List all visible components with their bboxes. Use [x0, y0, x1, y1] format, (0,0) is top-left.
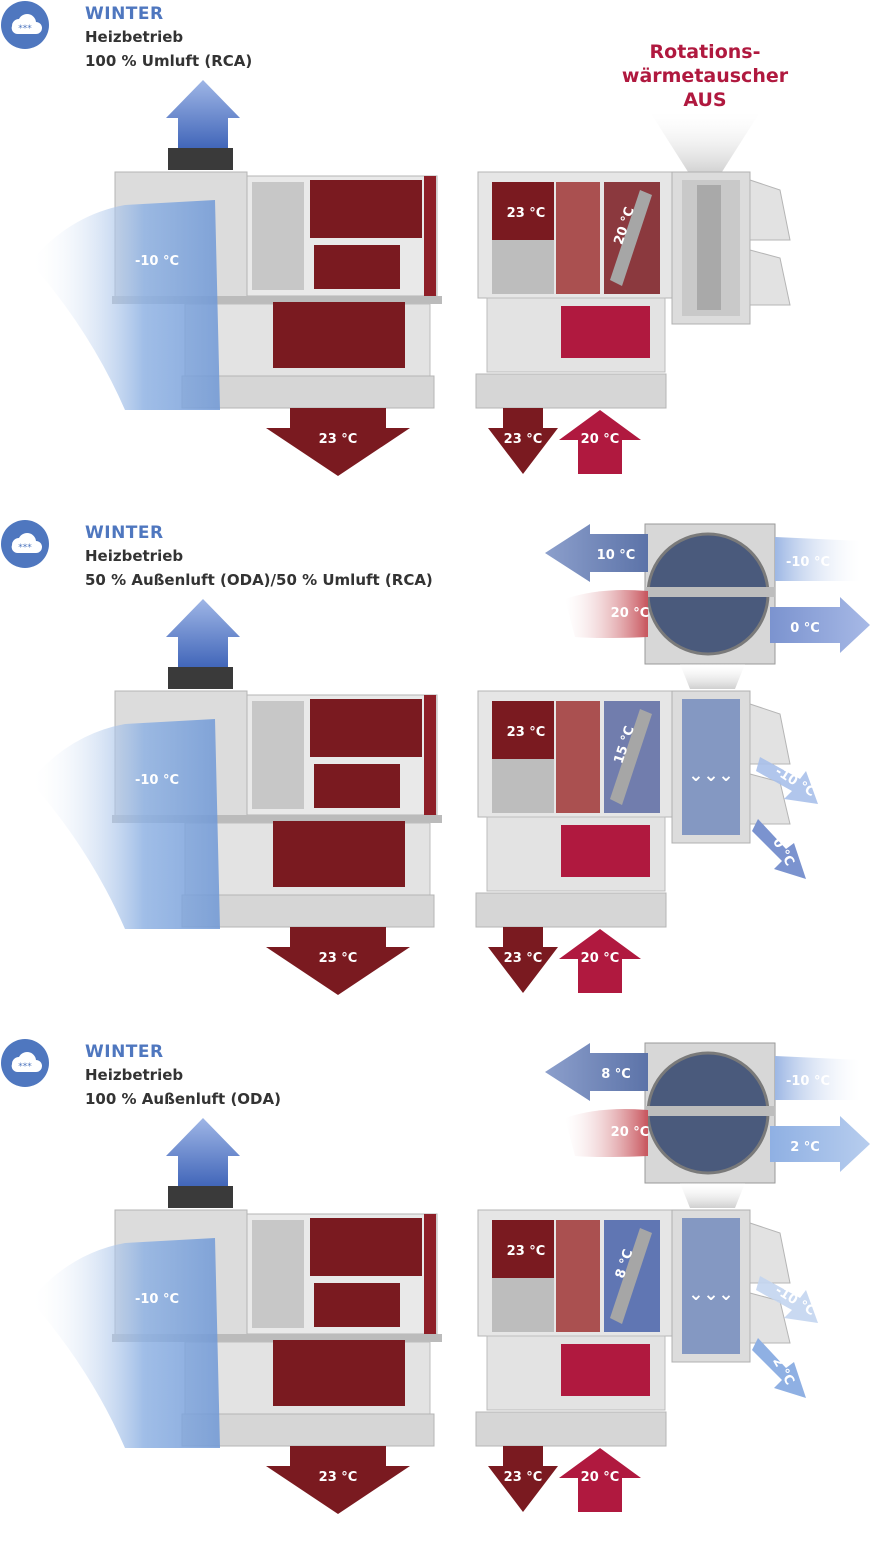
- panel-recirculation: *** WINTER Heizbetrieb 100 % Umluft (RCA…: [0, 0, 872, 512]
- temp-right-inner: 23 °C: [507, 206, 546, 221]
- exhaust-arrow: [545, 1043, 648, 1101]
- cold-air-flow: [30, 200, 220, 410]
- side-lower-arrow: [752, 1338, 806, 1398]
- temp-left-cold: -10 °C: [135, 1292, 179, 1307]
- temp-right-inner: 23 °C: [507, 725, 546, 740]
- exhaust-arrow: [545, 524, 648, 582]
- exhaust-up-arrow: [166, 1118, 240, 1188]
- right-unit: 23 °C 20 °C 23 °C 20 °C: [475, 112, 791, 474]
- side-upper-arrow: [756, 757, 818, 804]
- chevron-down-icon: ⌄⌄⌄: [688, 765, 733, 786]
- right-return-up-arrow: [559, 1448, 641, 1512]
- outdoor-air-flow: [775, 537, 860, 581]
- temp-left-cold: -10 °C: [135, 254, 179, 269]
- right-unit: ⌄⌄⌄ -10 °C 2 °C 23 °C 8 °C 23 °C 20 °C: [475, 1209, 818, 1512]
- air-mode-label: 100 % Umluft (RCA): [85, 52, 253, 70]
- temp-right-in: 20 °C: [581, 1470, 620, 1485]
- mode-label: Heizbetrieb: [85, 547, 184, 565]
- svg-text:***: ***: [18, 24, 32, 34]
- svg-text:***: ***: [18, 543, 32, 553]
- return-air-flow: [565, 1109, 648, 1157]
- return-air-flow: [565, 590, 648, 638]
- snow-cloud-icon: ***: [1, 1, 49, 49]
- right-supply-down-arrow: [488, 408, 558, 474]
- mode-label: Heizbetrieb: [85, 1066, 184, 1084]
- temp-right-out: 23 °C: [504, 1470, 543, 1485]
- side-upper-arrow: [756, 1276, 818, 1323]
- temp-left-out: 23 °C: [319, 1470, 358, 1485]
- snow-cloud-icon: ***: [1, 1039, 49, 1087]
- chevron-down-icon: ⌄⌄⌄: [688, 1284, 733, 1305]
- season-label: WINTER: [85, 523, 164, 543]
- supply-down-arrow: [266, 927, 410, 995]
- right-supply-down-arrow: [488, 927, 558, 993]
- diagram-canvas: -10 °C 23 °C 23 °C 20 °C 23 °C: [30, 80, 791, 476]
- roof-fan: [168, 148, 233, 170]
- exhaust-up-arrow: [166, 80, 240, 150]
- season-label: WINTER: [85, 1042, 164, 1062]
- left-unit: -10 °C 23 °C: [30, 1118, 442, 1514]
- temp-right-in: 20 °C: [581, 432, 620, 447]
- left-unit: -10 °C 23 °C: [30, 80, 442, 476]
- season-label: WINTER: [85, 4, 164, 24]
- right-supply-down-arrow: [488, 1446, 558, 1512]
- temp-wheel-outdoor: -10 °C: [786, 555, 830, 570]
- temp-left-out: 23 °C: [319, 951, 358, 966]
- supply-down-arrow: [266, 408, 410, 476]
- wheel-status-label: Rotations- wärmetauscher AUS: [621, 41, 789, 111]
- temp-wheel-return: 20 °C: [611, 606, 650, 621]
- temp-wheel-supply: 2 °C: [790, 1140, 820, 1155]
- temp-wheel-outdoor: -10 °C: [786, 1074, 830, 1089]
- exhaust-up-arrow: [166, 599, 240, 669]
- left-unit: -10 °C 23 °C: [30, 599, 442, 995]
- mode-label: Heizbetrieb: [85, 28, 184, 46]
- svg-text:***: ***: [18, 1062, 32, 1072]
- outdoor-air-flow: [775, 1056, 860, 1100]
- temp-left-out: 23 °C: [319, 432, 358, 447]
- right-return-up-arrow: [559, 410, 641, 474]
- diagram-canvas: 10 °C -10 °C 20 °C 0 °C -10 °C: [30, 523, 870, 995]
- cold-air-flow: [30, 1238, 220, 1448]
- temp-right-in: 20 °C: [581, 951, 620, 966]
- diagram-canvas: 8 °C -10 °C 20 °C 2 °C -10 °C: [30, 1042, 870, 1514]
- panel-mixed-air: *** WINTER Heizbetrieb 50 % Außenluft (O…: [0, 519, 872, 1031]
- temp-wheel-supply: 0 °C: [790, 621, 820, 636]
- temp-right-out: 23 °C: [504, 432, 543, 447]
- supply-arrow: [770, 1116, 870, 1172]
- air-mode-label: 50 % Außenluft (ODA)/50 % Umluft (RCA): [85, 571, 433, 589]
- panel-outdoor-air: *** WINTER Heizbetrieb 100 % Außenluft (…: [0, 1038, 872, 1550]
- roof-fan: [168, 667, 233, 689]
- temp-wheel-exhaust: 8 °C: [601, 1067, 631, 1082]
- temp-wheel-exhaust: 10 °C: [597, 548, 636, 563]
- cold-air-flow: [30, 719, 220, 929]
- wheel-funnel: [650, 112, 760, 175]
- air-mode-label: 100 % Außenluft (ODA): [85, 1090, 281, 1108]
- roof-fan: [168, 1186, 233, 1208]
- temp-wheel-return: 20 °C: [611, 1125, 650, 1140]
- temp-left-cold: -10 °C: [135, 773, 179, 788]
- supply-down-arrow: [266, 1446, 410, 1514]
- supply-arrow: [770, 597, 870, 653]
- side-lower-arrow: [752, 819, 806, 879]
- rotary-wheel-detail: 10 °C -10 °C 20 °C 0 °C: [545, 523, 870, 689]
- right-unit: ⌄⌄⌄ -10 °C 0 °C 23 °C 15 °C 23 °C 20 °C: [475, 690, 818, 993]
- temp-right-inner: 23 °C: [507, 1244, 546, 1259]
- rotary-wheel-detail: 8 °C -10 °C 20 °C 2 °C: [545, 1042, 870, 1208]
- temp-right-out: 23 °C: [504, 951, 543, 966]
- snow-cloud-icon: ***: [1, 520, 49, 568]
- right-return-up-arrow: [559, 929, 641, 993]
